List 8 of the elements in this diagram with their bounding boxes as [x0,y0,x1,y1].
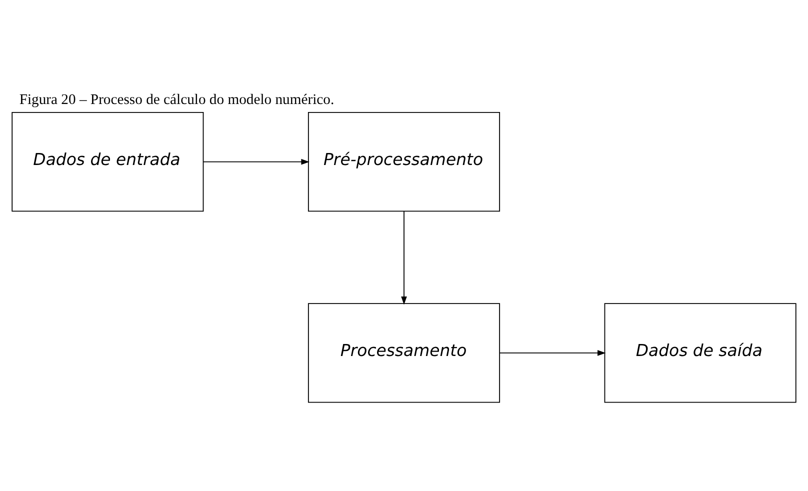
arrow [203,158,310,165]
diagram-title: Figura 20 – Processo de cálculo do modelo numérico. [19,92,334,108]
node-box: Dados de entrada [12,112,204,212]
arrow [499,350,606,356]
arrow [401,210,407,305]
node-box: Dados de saída [604,303,796,403]
node-box: Pré-processamento [308,112,500,212]
node-box: Processamento [308,303,500,403]
